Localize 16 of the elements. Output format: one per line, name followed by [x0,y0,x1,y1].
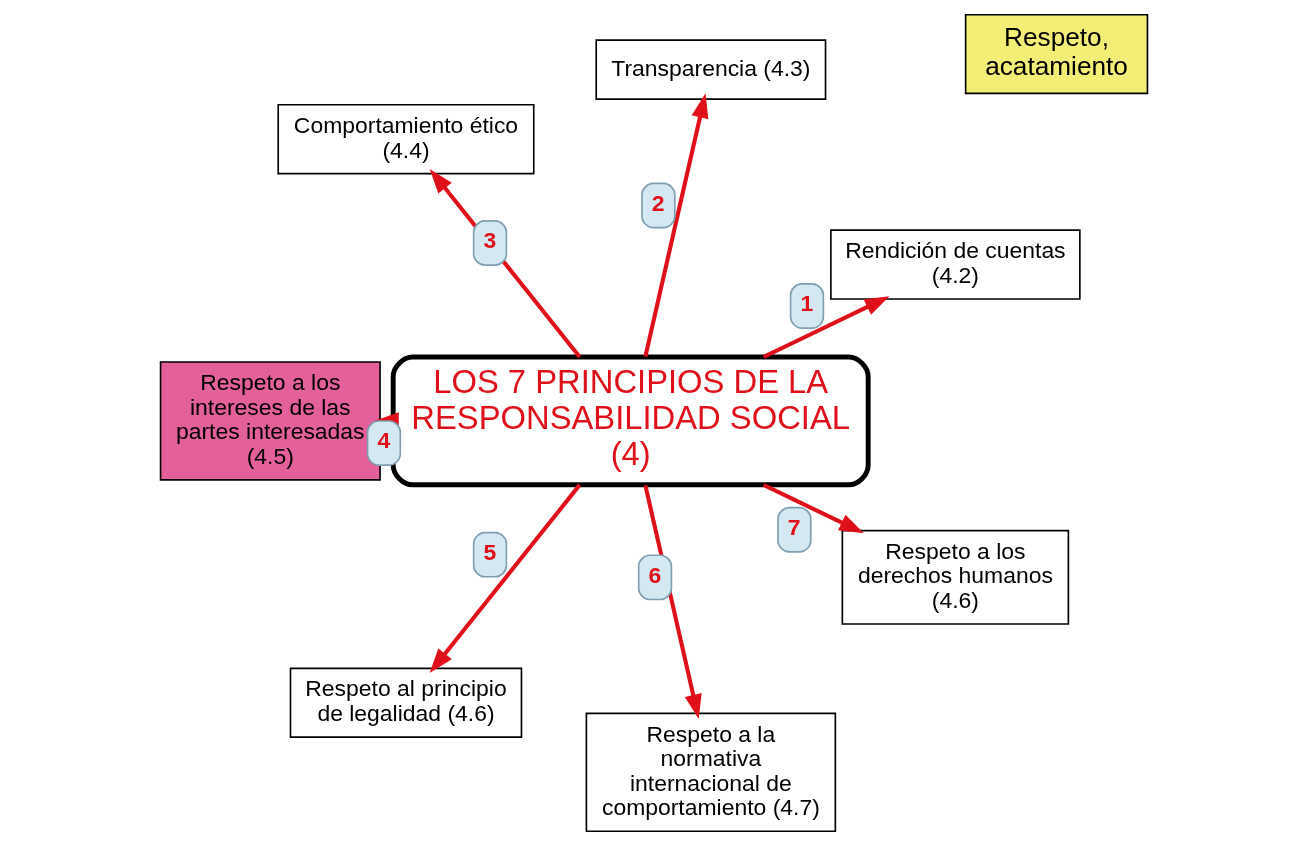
edge-label: 1 [799,290,813,317]
node-box: Rendición de cuentas (4.2) [829,229,1081,300]
arrow [762,296,889,359]
node-box: Respeto al principio de legalidad (4.6) [289,667,522,738]
node-box: Comportamiento ético (4.4) [276,103,535,175]
edge-label: 6 [648,561,661,588]
edge-label: 7 [787,514,801,541]
edge-label: 3 [482,227,496,254]
arrow [762,483,864,534]
arrow [429,483,581,673]
node-box: Respeto a los derechos humanos (4.6) [841,529,1069,625]
node-box: Respeto, acatamiento [964,13,1148,95]
node-box: Respeto a la normativa internacional de comportamiento (4.7) [585,712,836,833]
edge-label: 2 [651,189,665,216]
edge-label: 5 [482,538,496,565]
node-box: Transparencia (4.3) [594,39,826,100]
